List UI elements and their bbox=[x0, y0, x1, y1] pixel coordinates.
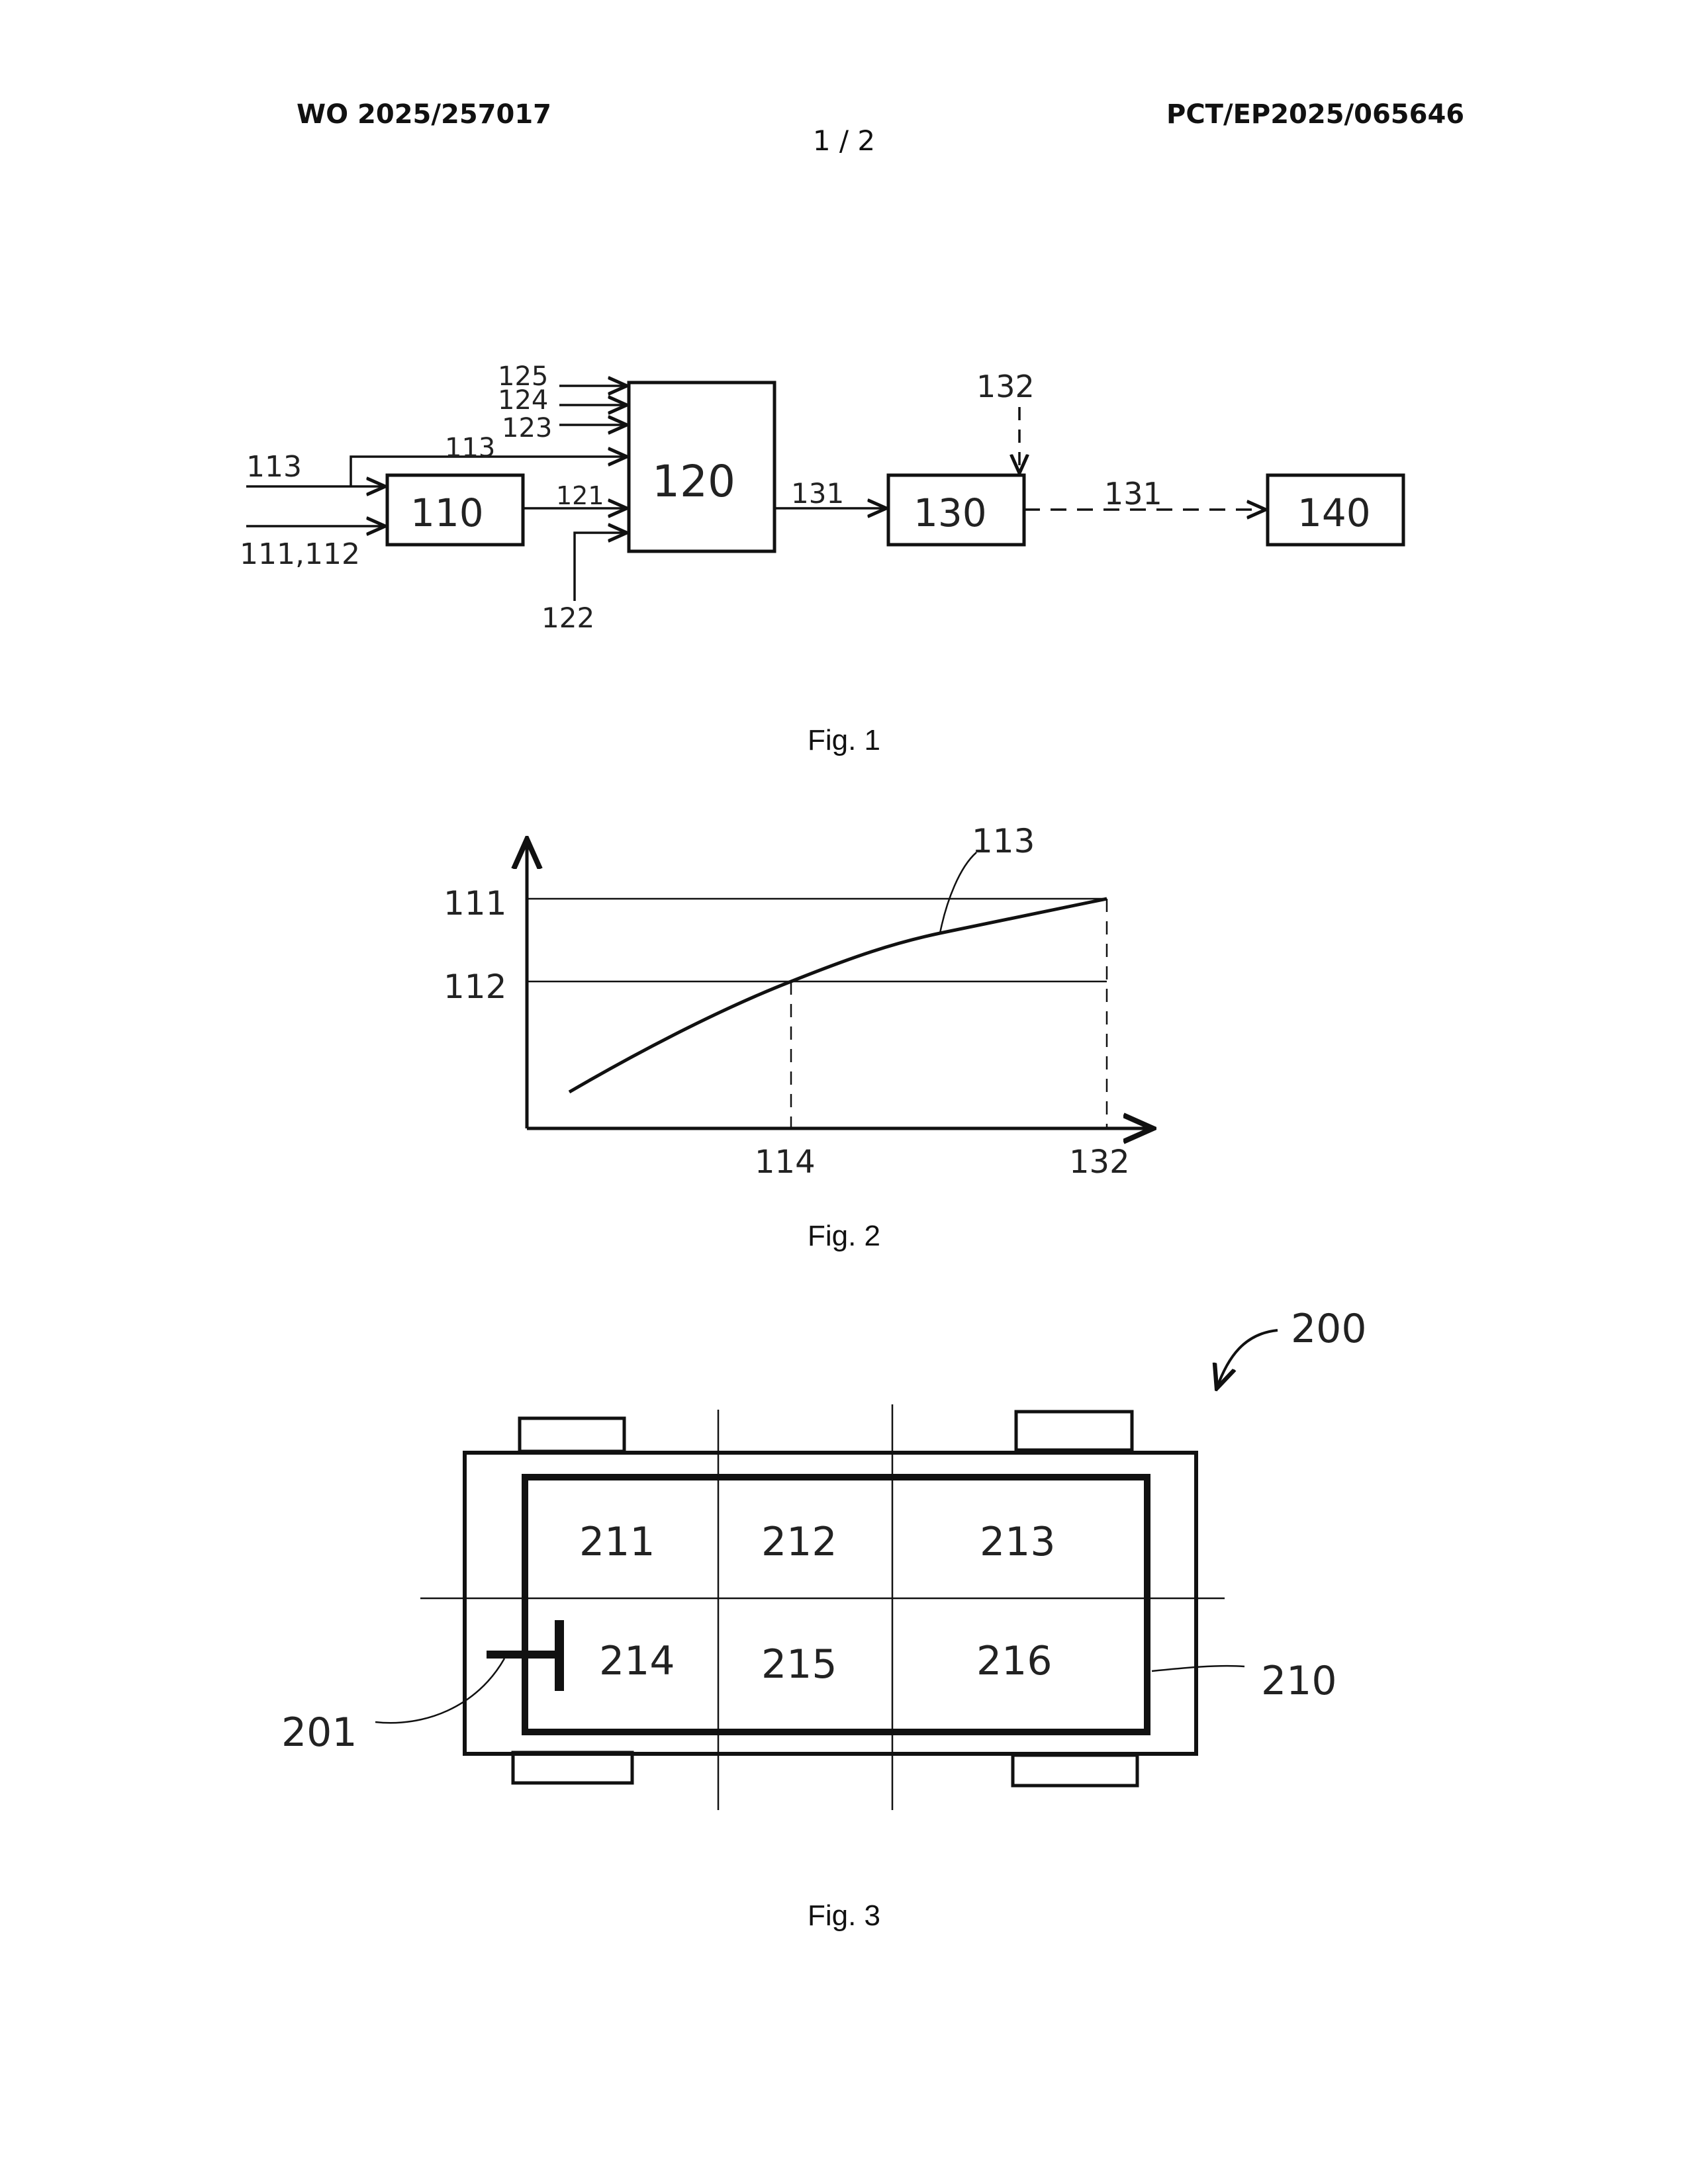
zone-216: 216 bbox=[976, 1638, 1053, 1684]
wheel-rear-right bbox=[1013, 1755, 1137, 1786]
zone-211: 211 bbox=[579, 1519, 655, 1565]
wheel-rear-left bbox=[513, 1752, 632, 1783]
zone-213: 213 bbox=[980, 1519, 1056, 1565]
cabin-210 bbox=[525, 1477, 1147, 1732]
zone-215: 215 bbox=[761, 1641, 837, 1688]
arrow-200 bbox=[1217, 1330, 1278, 1388]
leader-201 bbox=[375, 1659, 504, 1723]
zone-212: 212 bbox=[761, 1519, 837, 1565]
zone-214: 214 bbox=[599, 1638, 675, 1684]
label-vehicle-200: 200 bbox=[1291, 1306, 1367, 1352]
label-seat-201: 201 bbox=[281, 1709, 357, 1756]
label-cabin-210: 210 bbox=[1261, 1658, 1337, 1704]
vehicle-body-200 bbox=[465, 1453, 1196, 1754]
fig3-caption: Fig. 3 bbox=[0, 1899, 1688, 1933]
wheel-front-right bbox=[1016, 1412, 1132, 1450]
wheel-front-left bbox=[520, 1418, 624, 1451]
fig3-vehicle-diagram: 200 210 201 211 212 213 214 215 216 bbox=[0, 0, 1688, 1827]
